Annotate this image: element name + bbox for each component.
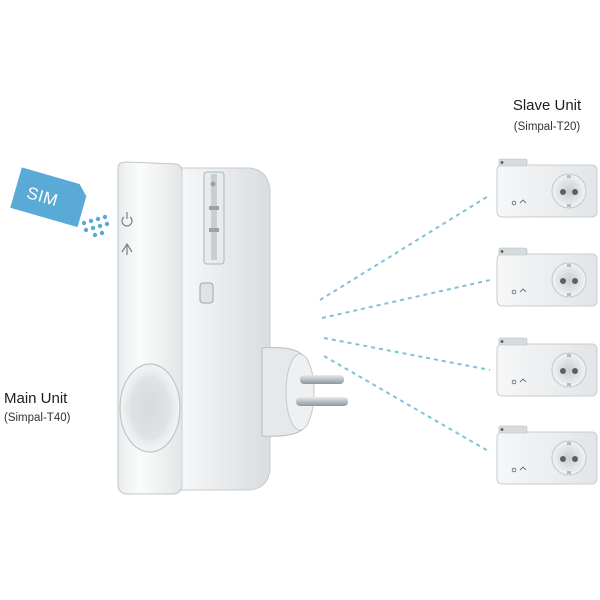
sim-card-body [10, 167, 87, 228]
main-unit-model: (Simpal-T40) [4, 412, 71, 424]
slave-unit-model: (Simpal-T20) [513, 121, 581, 133]
signal-link-1 [319, 194, 491, 301]
signal-icon [121, 242, 133, 255]
signal-links [319, 194, 491, 453]
main-unit-title: Main Unit [4, 390, 68, 407]
main-unit-plug [261, 347, 348, 437]
power-icon [121, 212, 133, 227]
sim-slot-clip [203, 171, 225, 265]
slave-unit-title: Slave Unit [512, 97, 582, 114]
wireless-dots-icon [81, 214, 110, 238]
slave-unit-device-4 [496, 425, 598, 485]
main-unit-device [117, 161, 348, 495]
sim-card: SIM [10, 167, 87, 228]
signal-link-3 [323, 337, 491, 371]
slave-unit-device-2 [496, 247, 598, 307]
signal-link-4 [323, 355, 491, 453]
slave-unit-device-3 [496, 337, 598, 397]
signal-link-2 [321, 279, 491, 319]
slave-unit-device-1 [496, 158, 598, 218]
button-icon [199, 282, 214, 304]
